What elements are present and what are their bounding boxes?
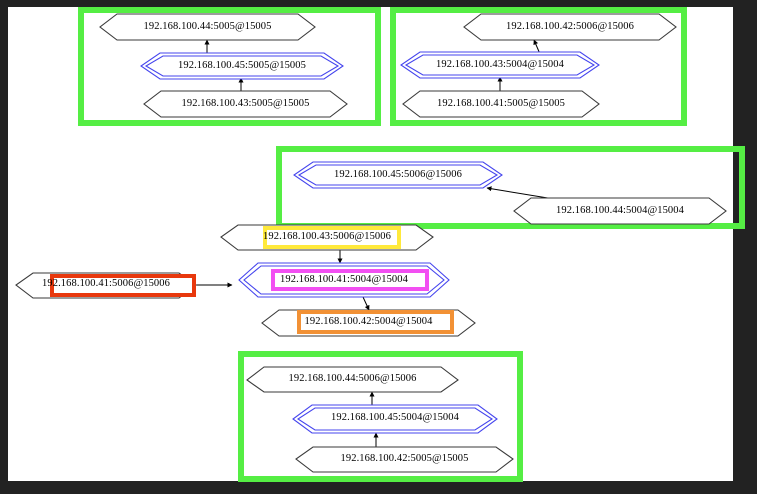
node-label-44_5004: 192.168.100.44:5004@15004 (556, 205, 684, 216)
node-label-42_5004: 192.168.100.42:5004@15004 (304, 316, 433, 327)
node-44_5006[interactable] (246, 366, 459, 393)
node-label-41_5004: 192.168.100.41:5004@15004 (280, 274, 408, 285)
node-45_5006-inner (297, 164, 499, 186)
node-label-44_5006: 192.168.100.44:5006@15006 (288, 373, 417, 384)
node-label-45_5005: 192.168.100.45:5005@15005 (178, 60, 306, 71)
cluster-border-1 (78, 7, 381, 126)
node-label-43_5005: 192.168.100.43:5005@15005 (181, 98, 310, 109)
cluster-border-3 (276, 146, 745, 229)
node-label-45_5006: 192.168.100.45:5006@15006 (334, 169, 462, 180)
node-44_5004[interactable] (513, 197, 727, 225)
node-label-45_5004: 192.168.100.45:5004@15004 (331, 412, 459, 423)
node-42_5005[interactable] (295, 446, 514, 473)
cluster-border-4 (238, 351, 523, 482)
highlight-box-red (50, 274, 196, 297)
node-label-41_5005: 192.168.100.41:5005@15005 (437, 98, 565, 109)
node-label-43_5006: 192.168.100.43:5006@15006 (263, 231, 391, 242)
node-label-41_5006: 192.168.100.41:5006@15006 (42, 278, 170, 289)
node-label-43_5004: 192.168.100.43:5004@15004 (436, 59, 564, 70)
node-44_5005[interactable] (99, 13, 316, 41)
node-label-42_5006: 192.168.100.42:5006@15006 (506, 21, 634, 32)
node-label-42_5005: 192.168.100.42:5005@15005 (340, 453, 469, 464)
node-43_5005[interactable] (143, 90, 348, 118)
highlight-box-yellow (263, 226, 401, 249)
node-41_5005[interactable] (402, 90, 600, 118)
node-45_5005-inner (144, 55, 340, 77)
node-42_5006[interactable] (463, 13, 677, 41)
highlight-box-magenta (271, 269, 429, 291)
highlight-box-orange (297, 310, 454, 334)
edge-41_5004-to-42_5004 (362, 296, 370, 311)
node-43_5004-inner (404, 54, 596, 76)
node-label-44_5005: 192.168.100.44:5005@15005 (143, 21, 272, 32)
cluster-border-2 (390, 7, 687, 126)
node-45_5004-inner (296, 407, 494, 431)
